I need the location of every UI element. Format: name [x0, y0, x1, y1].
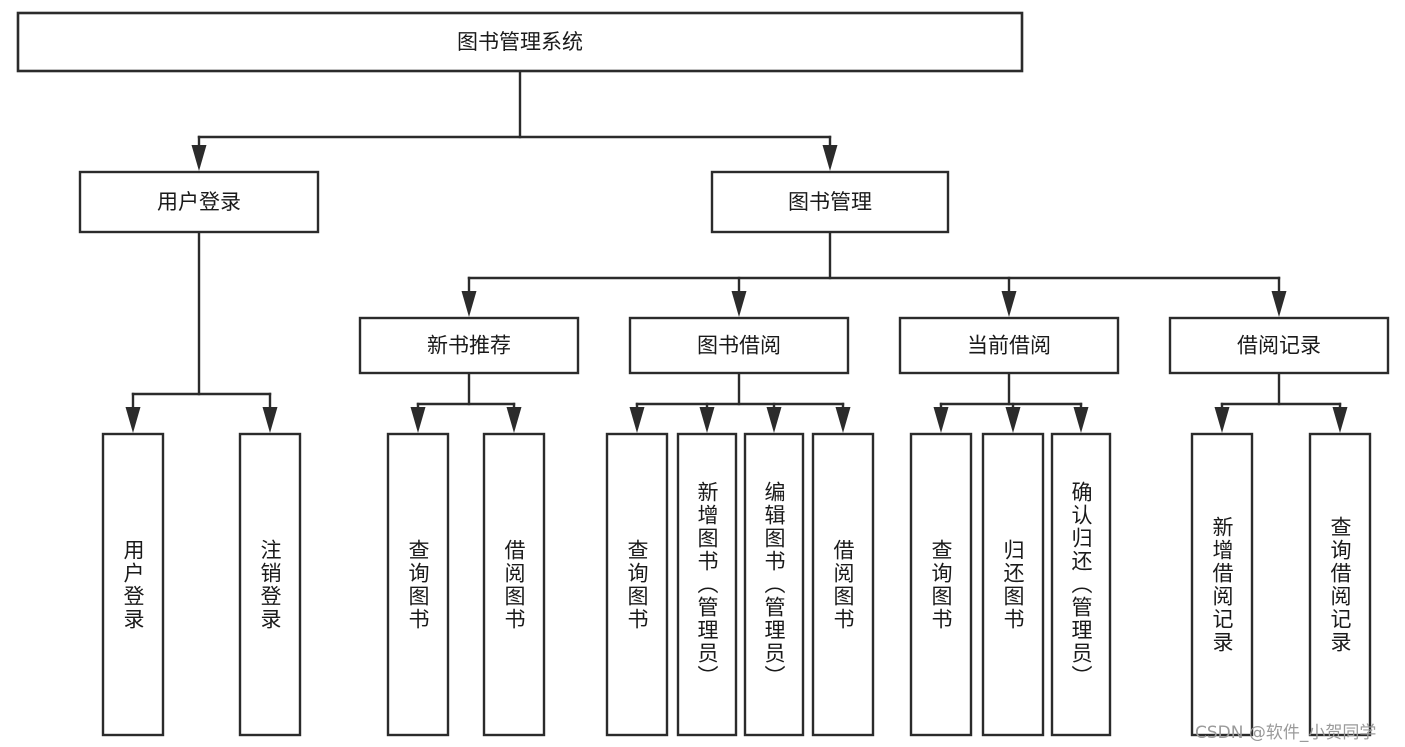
connector-c-manage-split — [461, 230, 1287, 317]
arrow-head — [1332, 407, 1348, 433]
node-label-book-manage: 图书管理 — [788, 190, 872, 214]
arrow-head — [835, 407, 851, 433]
arrow-head — [933, 407, 949, 433]
connector-c-record-split — [1214, 371, 1348, 433]
node-box-leaf-query-book-1[interactable] — [386, 432, 450, 737]
arrow-head — [506, 407, 522, 433]
arrow-head — [766, 407, 782, 433]
arrow-head — [1005, 407, 1021, 433]
node-box-current-borrow[interactable] — [898, 316, 1120, 375]
connector-c-login-split — [125, 230, 278, 433]
node-label-new-book-rec: 新书推荐 — [427, 334, 511, 358]
node-box-leaf-return-book[interactable] — [981, 432, 1045, 737]
arrow-head — [699, 407, 715, 433]
node-box-book-borrow[interactable] — [628, 316, 850, 375]
node-label-current-borrow: 当前借阅 — [967, 334, 1051, 358]
arrow-head — [1001, 291, 1017, 317]
node-label-root: 图书管理系统 — [457, 30, 583, 54]
arrow-head — [629, 407, 645, 433]
node-box-new-book-rec[interactable] — [358, 316, 580, 375]
node-box-leaf-user-logout[interactable] — [238, 432, 302, 737]
node-box-leaf-query-record[interactable] — [1308, 432, 1372, 737]
arrow-head — [461, 291, 477, 317]
node-box-leaf-query-book-3[interactable] — [909, 432, 973, 737]
arrow-head — [1214, 407, 1230, 433]
arrow-head — [822, 145, 838, 171]
arrow-head — [191, 145, 207, 171]
node-box-leaf-add-book[interactable] — [676, 432, 738, 737]
node-box-root[interactable] — [16, 11, 1024, 73]
connector-layer — [125, 69, 1348, 433]
arrow-head — [262, 407, 278, 433]
connector-c-current-split — [933, 371, 1089, 433]
node-box-book-manage[interactable] — [710, 170, 950, 234]
arrow-head — [125, 407, 141, 433]
connector-c-root-split — [191, 69, 838, 171]
node-label-book-borrow: 图书借阅 — [697, 334, 781, 358]
node-box-leaf-add-record[interactable] — [1190, 432, 1254, 737]
arrow-head — [1271, 291, 1287, 317]
node-box-borrow-record[interactable] — [1168, 316, 1390, 375]
node-layer — [16, 11, 1390, 737]
arrow-head — [731, 291, 747, 317]
arrow-head — [1073, 407, 1089, 433]
node-box-user-login[interactable] — [78, 170, 320, 234]
connector-c-newbook-split — [410, 371, 522, 433]
node-box-leaf-borrow-book-1[interactable] — [482, 432, 546, 737]
node-box-leaf-borrow-book-2[interactable] — [811, 432, 875, 737]
node-label-user-login: 用户登录 — [157, 190, 241, 214]
node-box-leaf-edit-book[interactable] — [743, 432, 805, 737]
node-box-leaf-confirm-return[interactable] — [1050, 432, 1112, 737]
node-box-leaf-query-book-2[interactable] — [605, 432, 669, 737]
arrow-head — [410, 407, 426, 433]
connector-c-borrow-split — [629, 371, 851, 433]
node-label-borrow-record: 借阅记录 — [1237, 334, 1321, 358]
node-box-leaf-user-login[interactable] — [101, 432, 165, 737]
